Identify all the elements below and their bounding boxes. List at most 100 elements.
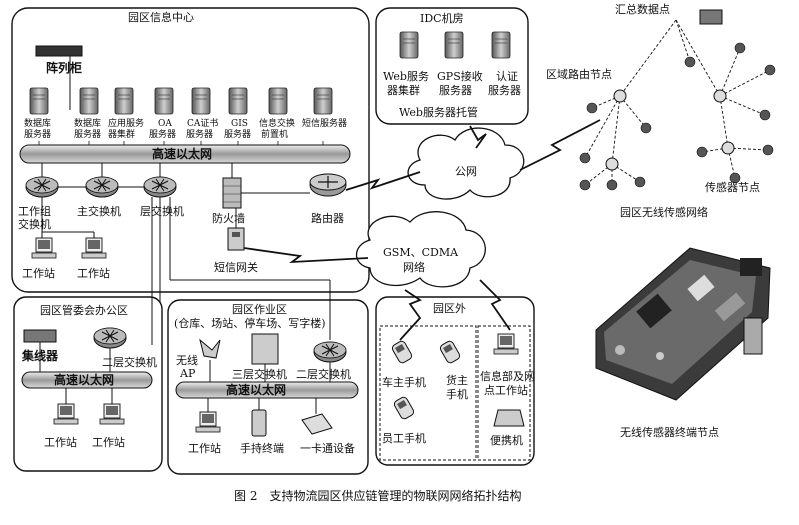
cargo-phone-label-b: 手机	[446, 387, 468, 401]
router-node	[721, 141, 735, 155]
workstation-icon	[195, 411, 221, 433]
wsn-router-label: 区域路由节点	[546, 67, 612, 81]
outside-box	[375, 296, 535, 466]
idc-box	[375, 7, 529, 125]
idc-server-2b: 服务器	[488, 84, 521, 97]
server-label-4a: CA证书	[187, 118, 218, 129]
laptop-label: 便携机	[490, 433, 523, 447]
sensor-node	[764, 64, 776, 76]
gsm-label-a: GSM、CDMA	[383, 246, 459, 259]
sensor-node	[579, 179, 591, 191]
info-dept-label-b: 点工作站	[484, 383, 528, 397]
sms-gateway-label: 短信网关	[214, 260, 258, 274]
workstation-icon	[81, 237, 107, 259]
switch2-icon	[313, 341, 347, 363]
array-cabinet-label: 阵列柜	[46, 60, 82, 75]
server-label-5b: 服务器	[224, 128, 251, 140]
wireless-links	[243, 119, 601, 341]
idc-server-0b: 器集群	[387, 83, 420, 97]
server-label-5a: GIS	[231, 119, 248, 129]
server-label-0a: 数据库	[24, 117, 51, 129]
server-label-4b: 服务器	[186, 128, 213, 140]
fixed-group	[477, 325, 531, 461]
wsn-sink-label: 汇总数据点	[615, 2, 670, 16]
layer-switch-icon	[143, 176, 177, 198]
main-switch-icon	[85, 176, 119, 198]
admin-ethernet-pipe	[21, 371, 153, 389]
ethernet-pipe	[19, 144, 351, 164]
idc-server-0a: Web服务	[383, 70, 429, 83]
server-icon	[79, 87, 99, 115]
sensor-terminal-label: 无线传感器终端节点	[620, 425, 719, 439]
workstation-label: 工作站	[44, 435, 77, 449]
wireless-ap-icon	[199, 338, 221, 359]
idc-server-1b: 服务器	[439, 84, 472, 97]
admin-switch-label: 二层交换机	[102, 355, 157, 369]
sensor-node	[640, 122, 652, 134]
admin-switch-icon	[93, 327, 127, 349]
work-area-box	[167, 299, 369, 475]
router-node	[713, 89, 727, 103]
server-label-6a: 信息交换	[259, 117, 295, 129]
sensor-node	[586, 102, 598, 114]
server-icon	[268, 87, 288, 115]
workstation-icon	[53, 403, 79, 425]
server-label-3b: 服务器	[149, 128, 176, 140]
workstation-label: 工作站	[22, 266, 55, 280]
workstation-icon	[493, 333, 519, 355]
wsn-graph	[579, 9, 776, 191]
idc-hosting: Web服务器托管	[399, 105, 478, 119]
laptop-icon	[493, 409, 525, 427]
idc-server-2a: 认证	[496, 70, 518, 83]
outside-title: 园区外	[433, 302, 466, 315]
server-icon	[399, 31, 419, 59]
info-dept-label-a: 信息部及网	[480, 369, 535, 383]
admin-office-box	[13, 296, 163, 472]
array-cabinet-icon	[35, 45, 83, 57]
sensor-node	[606, 179, 618, 191]
wireless-ap-label-a: 无线	[176, 353, 198, 367]
router-node	[605, 157, 619, 171]
server-icon	[444, 31, 464, 59]
server-icon	[313, 87, 333, 115]
server-label-3a: OA	[158, 119, 172, 129]
server-icon	[491, 31, 511, 59]
cargo-phone-label-a: 货主	[446, 373, 468, 387]
sensor-node	[696, 146, 708, 158]
work-ethernet-label: 高速以太网	[226, 382, 286, 397]
info-center-title: 园区信息中心	[128, 10, 194, 24]
server-label-6b: 前置机	[261, 128, 288, 140]
server-icon	[191, 87, 211, 115]
public-net-cloud	[407, 127, 525, 200]
switch2-label: 二层交换机	[296, 367, 351, 381]
workstation-icon	[31, 237, 57, 259]
sensor-node	[734, 42, 746, 54]
workgroup-switch-label-b: 交换机	[18, 217, 51, 231]
gsm-label-b: 网络	[403, 260, 425, 274]
server-row	[29, 87, 333, 115]
staff-phone-label: 员工手机	[382, 431, 426, 445]
sensor-node	[634, 176, 646, 188]
sensor-node	[579, 152, 591, 164]
idc-title: IDC机房	[420, 11, 464, 25]
workstation-label: 工作站	[92, 435, 125, 449]
work-area-subtitle: (仓库、场站、停车场、写字楼)	[174, 316, 326, 330]
router-label: 路由器	[311, 211, 344, 225]
server-label-7: 短信服务器	[302, 117, 347, 129]
card-device-icon	[301, 413, 333, 435]
mobile-group	[379, 325, 477, 461]
firewall-icon	[222, 177, 242, 209]
handheld-icon	[251, 409, 267, 437]
sensor-board-image	[595, 247, 771, 401]
handheld-label: 手持终端	[240, 441, 284, 455]
server-icon	[228, 87, 248, 115]
owner-phone-label: 车主手机	[382, 375, 426, 389]
info-center-box	[11, 7, 370, 293]
server-label-2b: 器集群	[108, 128, 135, 140]
idc-server-1a: GPS接收	[437, 69, 483, 83]
server-label-1a: 数据库	[74, 117, 101, 129]
workstation-icon	[99, 403, 125, 425]
phone-icon	[392, 395, 416, 421]
public-net-label: 公网	[455, 165, 477, 178]
